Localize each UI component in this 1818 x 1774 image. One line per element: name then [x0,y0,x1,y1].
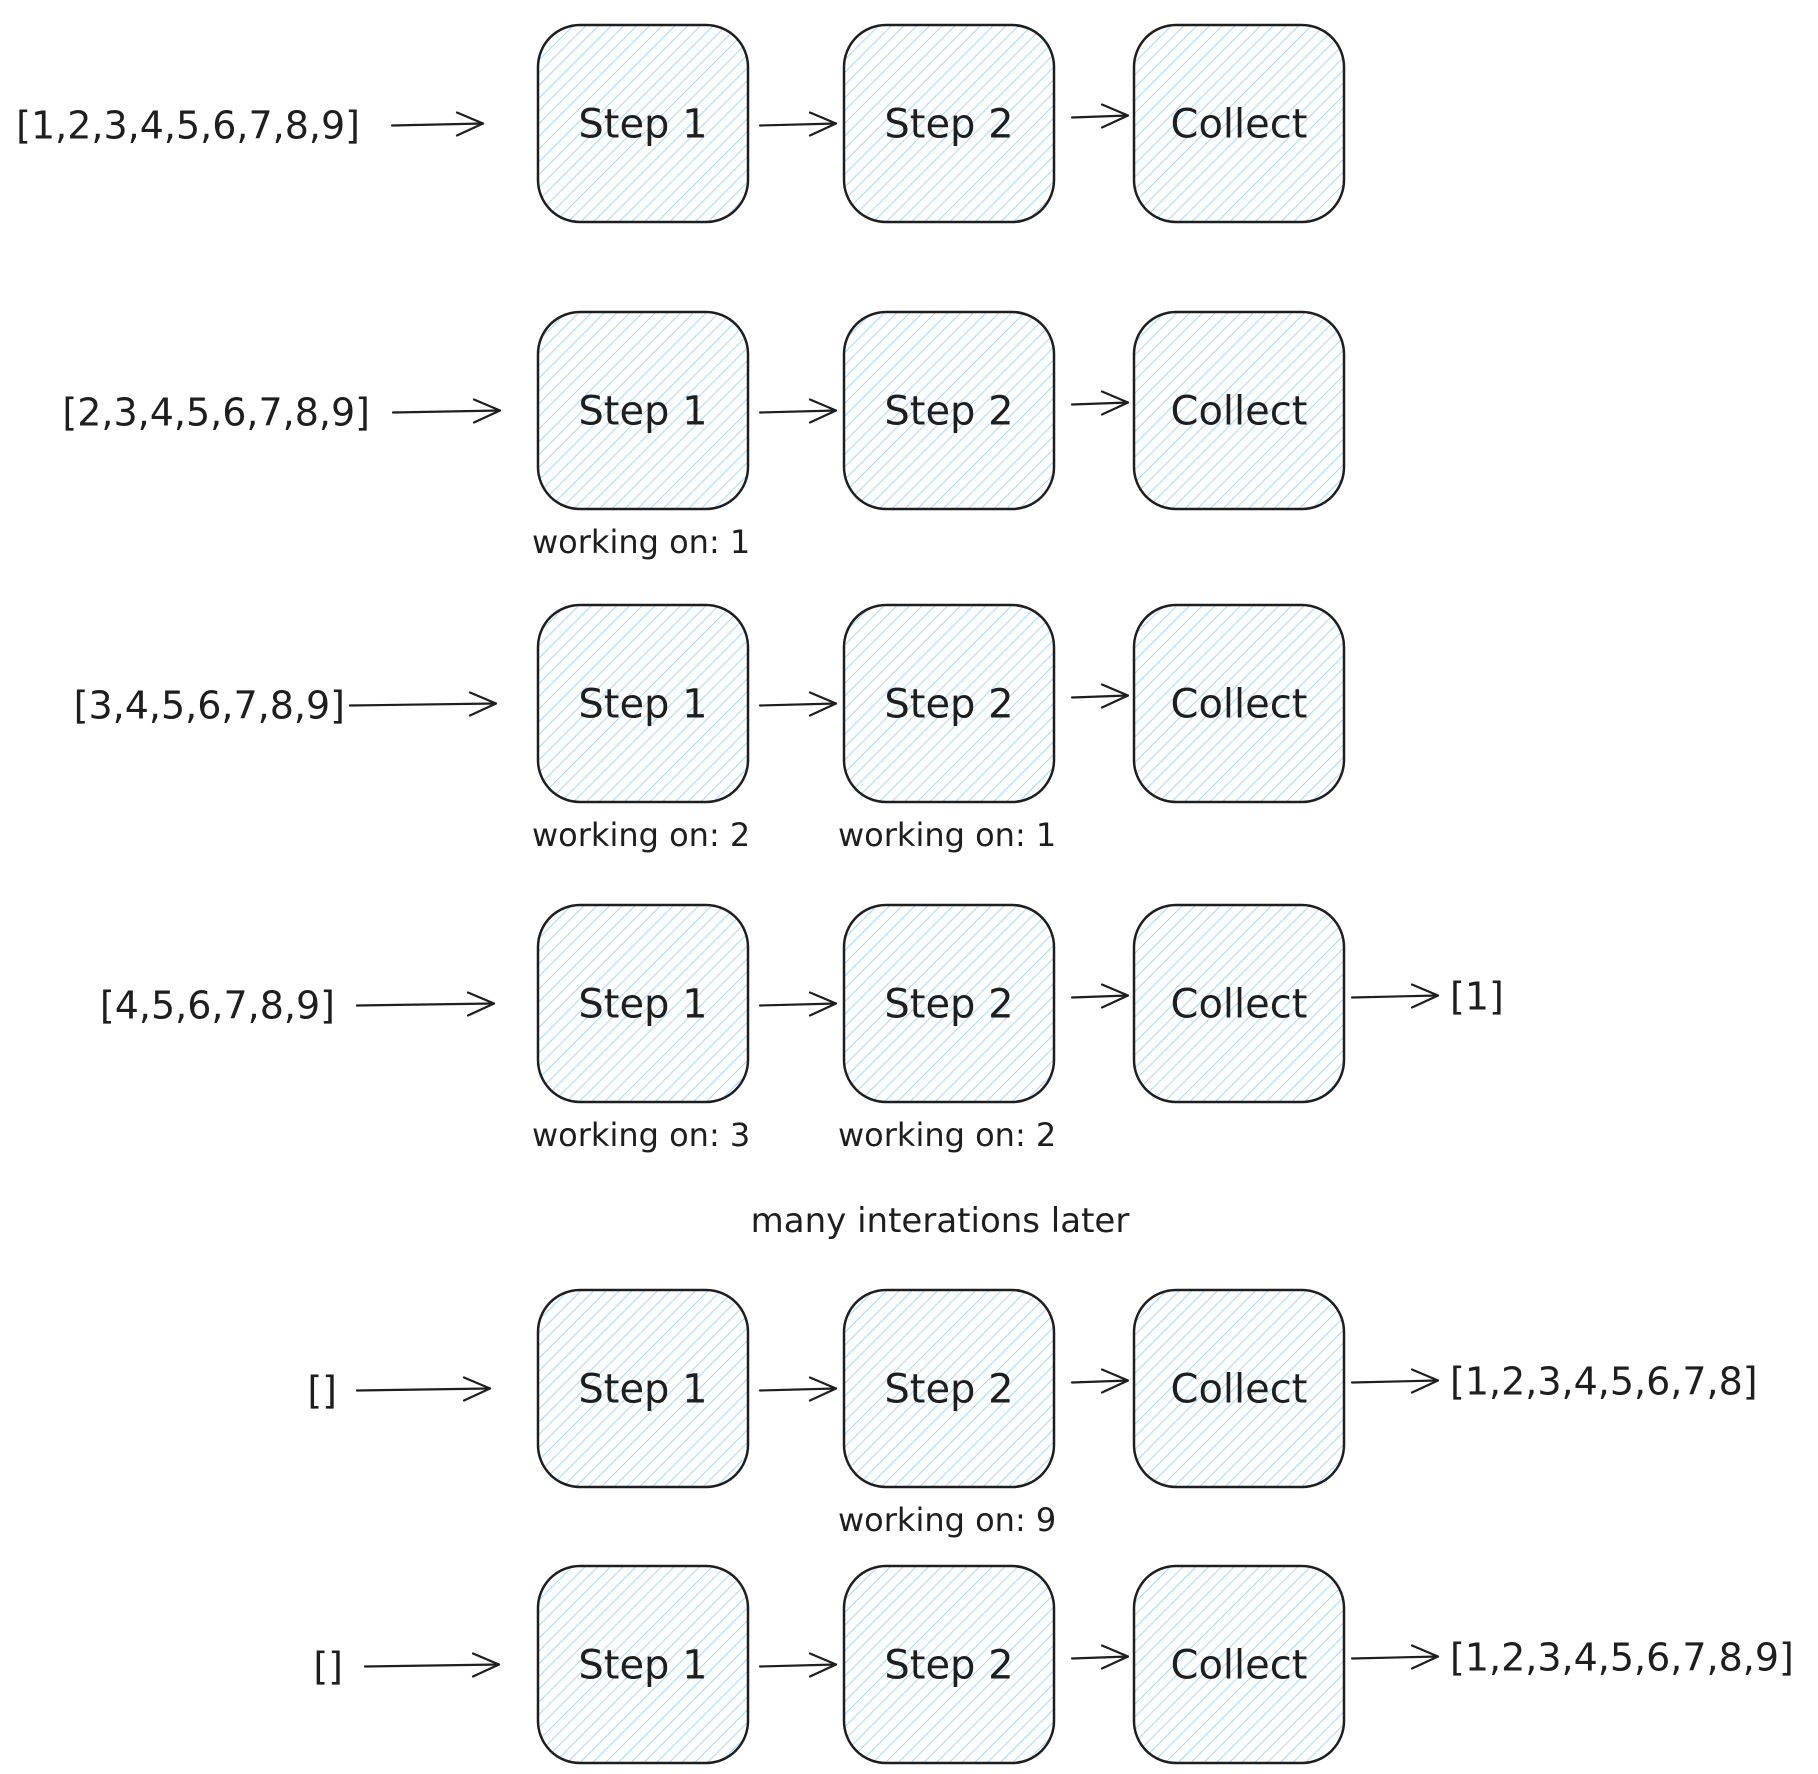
pipeline-row: [3,4,5,6,7,8,9] Step 1 Step 2 Collect workin… [74,603,1346,854]
stage-box-label: Step 1 [578,389,707,435]
output-arrow [1350,983,1440,1009]
stage-box-label: Collect [1171,682,1308,728]
input-queue-label: [1,2,3,4,5,6,7,8,9] [16,104,360,148]
stage-box-label: Collect [1171,389,1308,435]
stage-box: Collect [1132,903,1346,1104]
stage-box-label: Step 2 [884,102,1013,148]
output-list-label: [1,2,3,4,5,6,7,8,9] [1450,1636,1794,1680]
input-arrow [390,111,485,137]
connector-arrow [1070,983,1130,1009]
stage-box: Step 2 [842,310,1056,511]
stage-box-label: Step 2 [884,982,1013,1028]
stage-box: Collect [1132,603,1346,804]
stage-box-shape [842,23,1056,224]
pipeline-row: [] Step 1 Step 2 Collect [1,2,3,4,5,6,7,8,9] [313,1564,1794,1765]
stage-box-shape [1132,1288,1346,1489]
connector-arrow [758,1652,838,1678]
input-arrow [363,1652,501,1678]
stage-box: Step 2 [842,23,1056,224]
output-list-label: [1,2,3,4,5,6,7,8] [1450,1360,1758,1404]
connector-arrow [758,1376,838,1402]
connector-arrow [758,691,838,717]
connector-arrow [758,398,838,424]
stage-box: Step 2 [842,1288,1056,1489]
input-queue-label: [3,4,5,6,7,8,9] [74,684,345,728]
working-on-label: working on: 1 [532,523,750,561]
input-queue-label: [] [313,1645,343,1689]
pipeline-row: [2,3,4,5,6,7,8,9] Step 1 Step 2 Collect work… [62,310,1346,561]
connector-arrow [1070,103,1130,129]
working-on-label: working on: 3 [532,1116,750,1154]
working-on-label: working on: 9 [838,1501,1056,1539]
output-arrow [1350,1644,1440,1670]
connector-arrow [1070,1368,1130,1394]
pipeline-row: [4,5,6,7,8,9] Step 1 Step 2 Collect working … [100,903,1504,1154]
stage-box-label: Step 1 [578,1367,707,1413]
stage-box-shape [536,1564,750,1765]
stage-box: Step 1 [536,1564,750,1765]
stage-box-shape [1132,310,1346,511]
stage-box-shape [842,1288,1056,1489]
stage-box-label: Step 2 [884,389,1013,435]
stage-box-label: Step 1 [578,1643,707,1689]
stage-box: Collect [1132,1288,1346,1489]
connector-arrow [1070,390,1130,416]
stage-box-shape [842,903,1056,1104]
stage-box-label: Step 2 [884,1643,1013,1689]
working-on-label: working on: 2 [838,1116,1056,1154]
stage-box: Step 2 [842,903,1056,1104]
stage-box-shape [1132,603,1346,804]
stage-box-label: Step 2 [884,682,1013,728]
connector-arrow [1070,1644,1130,1670]
output-arrow [1350,1368,1440,1394]
stage-box-label: Collect [1171,982,1308,1028]
stage-box-shape [842,310,1056,511]
stage-box: Step 1 [536,310,750,511]
stage-box-label: Step 2 [884,1367,1013,1413]
stage-box-label: Step 1 [578,982,707,1028]
stage-box-shape [536,903,750,1104]
note-label: many interations later [751,1201,1130,1241]
pipeline-row: [1,2,3,4,5,6,7,8,9] Step 1 Step 2 Collect [16,23,1346,224]
working-on-label: working on: 1 [838,816,1056,854]
connector-arrow [1070,683,1130,709]
stage-box-shape [536,603,750,804]
input-queue-label: [] [307,1369,337,1413]
stage-box: Step 2 [842,1564,1056,1765]
stage-box-shape [1132,1564,1346,1765]
working-on-label: working on: 2 [532,816,750,854]
stage-box-label: Step 1 [578,102,707,148]
pipeline-row: [] Step 1 Step 2 Collect working on: 9 [1,2,3… [307,1288,1758,1539]
stage-box-shape [842,603,1056,804]
input-arrow [348,691,498,717]
input-arrow [355,991,496,1017]
stage-box-label: Step 1 [578,682,707,728]
stage-box-shape [1132,903,1346,1104]
stage-box: Step 1 [536,603,750,804]
stage-box-shape [536,23,750,224]
stage-box: Step 1 [536,903,750,1104]
input-queue-label: [2,3,4,5,6,7,8,9] [62,391,370,435]
stage-box: Collect [1132,23,1346,224]
input-queue-label: [4,5,6,7,8,9] [100,984,335,1028]
stage-box: Step 1 [536,1288,750,1489]
stage-box-label: Collect [1171,102,1308,148]
input-arrow [355,1376,492,1402]
stage-box-shape [1132,23,1346,224]
output-list-label: [1] [1450,975,1504,1019]
stage-box: Collect [1132,310,1346,511]
connector-arrow [758,991,838,1017]
stage-box: Step 2 [842,603,1056,804]
stage-box: Step 1 [536,23,750,224]
connector-arrow [758,111,838,137]
input-arrow [391,398,502,424]
stage-box-shape [536,310,750,511]
stage-box-label: Collect [1171,1643,1308,1689]
stage-box-shape [536,1288,750,1489]
stage-box-shape [842,1564,1056,1765]
stage-box-label: Collect [1171,1367,1308,1413]
stage-box: Collect [1132,1564,1346,1765]
